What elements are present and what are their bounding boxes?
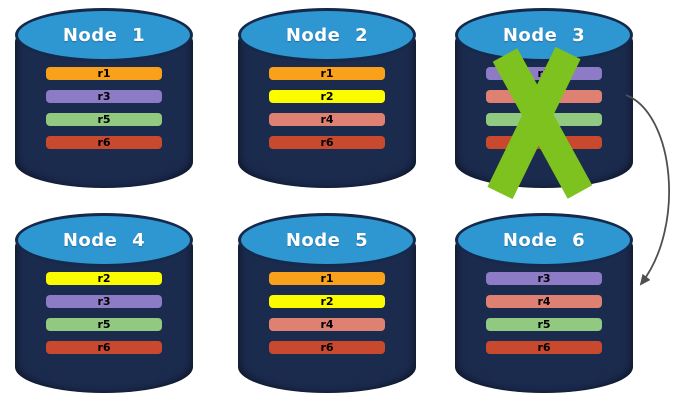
- replica-label: r6: [537, 341, 551, 354]
- replica-label: r4: [320, 318, 334, 331]
- node-5: Node 5 r1 r2 r4 r6: [238, 213, 416, 393]
- replica-bar: r3: [46, 90, 162, 103]
- replica-list: r1 r2 r4 r6: [238, 272, 416, 354]
- node-title: Node 5: [285, 229, 369, 251]
- replica-bar: r4: [486, 295, 602, 308]
- replica-label: r3: [537, 272, 551, 285]
- node-3: Node 3 r3: [455, 8, 633, 188]
- replica-list: r3 r4 r5 r6: [455, 272, 633, 354]
- replica-list: r2 r3 r5 r6: [15, 272, 193, 354]
- replica-bar: r2: [269, 295, 385, 308]
- node-cylinder-top: Node 3: [455, 8, 633, 62]
- replica-bar: r6: [269, 136, 385, 149]
- node-cylinder-top: Node 1: [15, 8, 193, 62]
- node-title: Node 4: [62, 229, 146, 251]
- replica-bar: r2: [46, 272, 162, 285]
- replica-label: r5: [97, 318, 111, 331]
- replica-label: r1: [97, 67, 111, 80]
- replica-label: r6: [97, 136, 111, 149]
- replica-bar: r1: [269, 272, 385, 285]
- replica-label: r5: [97, 113, 111, 126]
- node-cylinder-top: Node 6: [455, 213, 633, 267]
- replica-label: r5: [537, 318, 551, 331]
- node-cylinder-top: Node 5: [238, 213, 416, 267]
- replica-bar: r6: [46, 341, 162, 354]
- replica-bar: r1: [269, 67, 385, 80]
- replica-list: r1 r2 r4 r6: [238, 67, 416, 149]
- replica-bar: r5: [46, 113, 162, 126]
- replica-label: r1: [320, 67, 334, 80]
- replica-bar: r6: [269, 341, 385, 354]
- node-title: Node 2: [285, 24, 369, 46]
- replica-label: r6: [97, 341, 111, 354]
- replica-bar: [486, 136, 602, 149]
- replica-label: r4: [537, 295, 551, 308]
- node-title: Node 3: [502, 24, 586, 46]
- replica-bar: r5: [46, 318, 162, 331]
- replica-label: r3: [97, 295, 111, 308]
- replica-bar: r1: [46, 67, 162, 80]
- replica-label: r3: [537, 67, 551, 80]
- replica-label: r2: [97, 272, 111, 285]
- replica-bar: r4: [269, 113, 385, 126]
- replica-bar: r3: [486, 272, 602, 285]
- node-cylinder-top: Node 4: [15, 213, 193, 267]
- replica-label: r6: [320, 136, 334, 149]
- node-cylinder-top: Node 2: [238, 8, 416, 62]
- replica-bar: r4: [269, 318, 385, 331]
- replica-bar: r6: [486, 341, 602, 354]
- node-title: Node 6: [502, 229, 586, 251]
- replica-label: r4: [320, 113, 334, 126]
- replica-bar: r5: [486, 318, 602, 331]
- node-4: Node 4 r2 r3 r5 r6: [15, 213, 193, 393]
- replica-list: r1 r3 r5 r6: [15, 67, 193, 149]
- replica-bar: r3: [486, 67, 602, 80]
- replica-bar: r6: [46, 136, 162, 149]
- node-title: Node 1: [62, 24, 146, 46]
- replica-label: r2: [320, 295, 334, 308]
- replica-bar: r3: [46, 295, 162, 308]
- replica-bar: r2: [269, 90, 385, 103]
- node-6: Node 6 r3 r4 r5 r6: [455, 213, 633, 393]
- replica-label: r2: [320, 90, 334, 103]
- replica-list: r3: [455, 67, 633, 149]
- replica-label: r1: [320, 272, 334, 285]
- replica-bar: [486, 113, 602, 126]
- node-1: Node 1 r1 r3 r5 r6: [15, 8, 193, 188]
- replica-bar: [486, 90, 602, 103]
- node-2: Node 2 r1 r2 r4 r6: [238, 8, 416, 188]
- replica-label: r3: [97, 90, 111, 103]
- replica-label: r6: [320, 341, 334, 354]
